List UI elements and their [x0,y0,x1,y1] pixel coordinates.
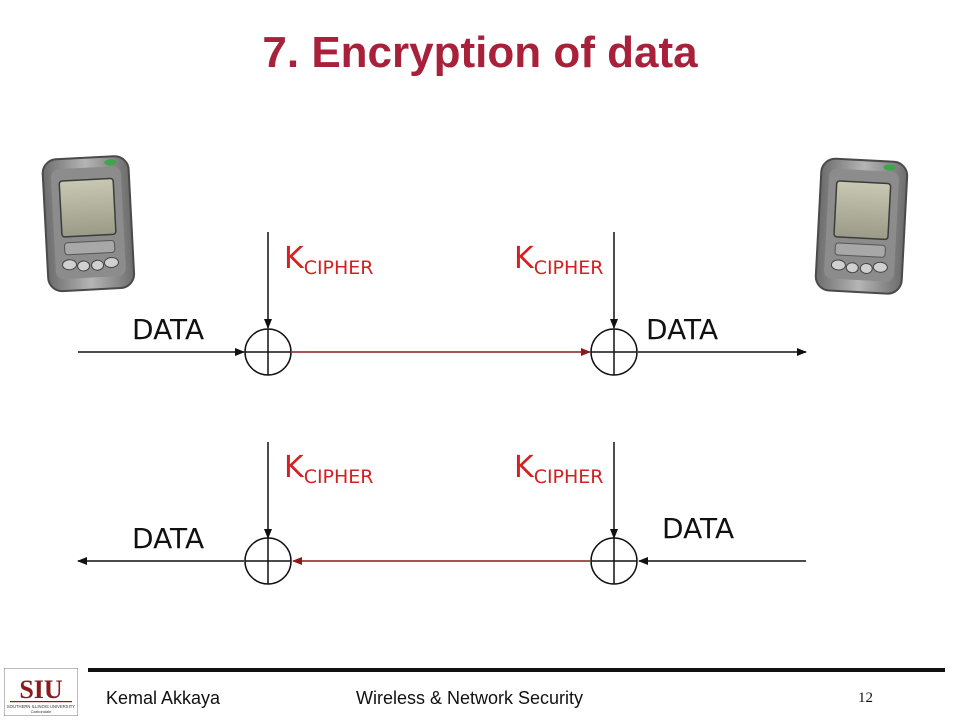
footer-divider [88,668,945,672]
svg-text:SOUTHERN ILLINOIS UNIVERSITY: SOUTHERN ILLINOIS UNIVERSITY [7,704,75,709]
xor-node-top-right [590,328,638,376]
data-label-top-right: DATA [646,313,718,346]
page-number: 12 [858,690,873,706]
footer-author: Kemal Akkaya [106,688,221,708]
pda-device-right-icon [814,157,909,295]
xor-node-bottom-right [590,537,638,585]
key-label-bottom-right: KCIPHER [514,450,604,488]
pda-device-left-icon [41,155,136,293]
xor-node-top-left [244,328,292,376]
page-title: 7. Encryption of data [262,28,698,77]
data-label-top-left: DATA [132,313,204,346]
data-label-bottom-left: DATA [132,522,204,555]
svg-text:Carbondale: Carbondale [31,709,52,714]
xor-node-bottom-left [244,537,292,585]
svg-text:SIU: SIU [19,675,63,704]
footer-course: Wireless & Network Security [356,688,584,708]
key-label-bottom-left: KCIPHER [284,450,374,488]
key-label-top-left: KCIPHER [284,241,374,279]
key-label-top-right: KCIPHER [514,241,604,279]
university-logo: SIU SOUTHERN ILLINOIS UNIVERSITY Carbond… [4,668,78,716]
data-label-bottom-right: DATA [662,512,734,545]
